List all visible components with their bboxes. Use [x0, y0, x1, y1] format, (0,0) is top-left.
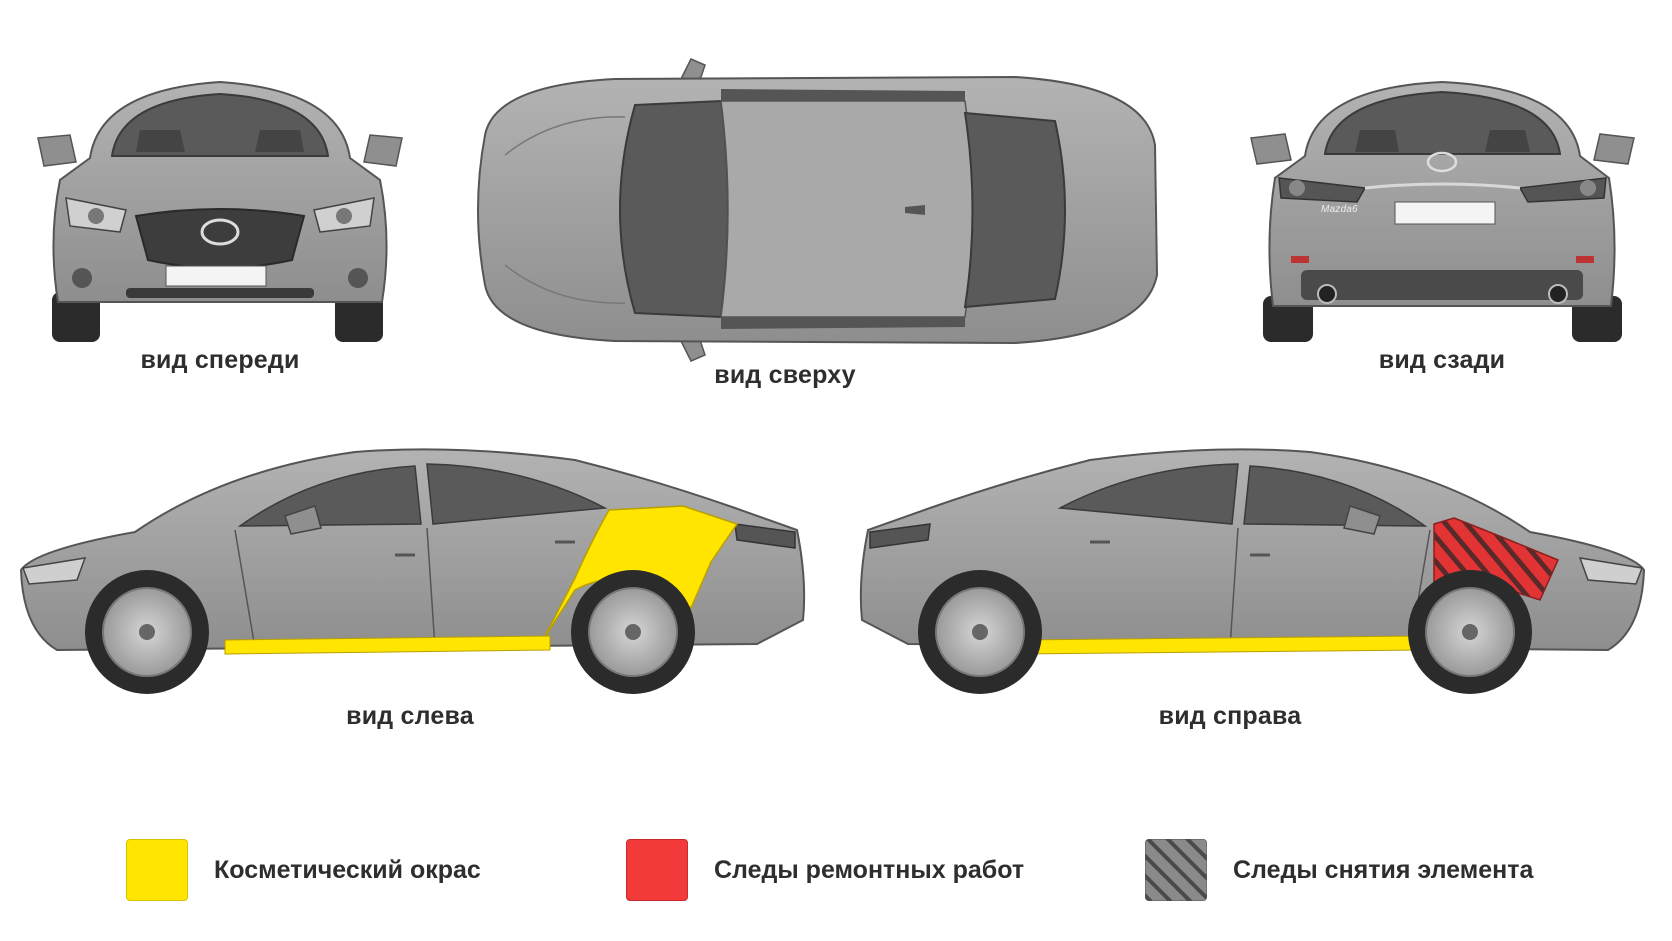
left-view-caption: вид слева — [346, 702, 474, 730]
legend-element-removal: Следы снятия элемента — [1145, 838, 1533, 902]
left-view: вид слева — [15, 440, 806, 750]
top-view-caption: вид сверху — [714, 361, 856, 389]
rear-view-caption: вид сзади — [1378, 346, 1506, 374]
legend-swatch-hatched — [1145, 839, 1207, 901]
legend-swatch-red — [626, 839, 688, 901]
right-view-car — [859, 448, 1646, 694]
right-view-caption: вид справа — [1158, 702, 1302, 730]
cosmetic-paint-sill — [224, 635, 551, 655]
right-view: вид справа — [850, 440, 1650, 750]
legend-label: Следы ремонтных работ — [714, 855, 1025, 884]
top-view: вид сверху — [455, 55, 1175, 389]
rear-view-car — [1250, 80, 1635, 342]
legend-swatch-yellow — [126, 839, 188, 901]
front-view: вид спереди — [30, 70, 410, 374]
rear-view: Mazda6 вид сзади — [1245, 70, 1640, 374]
legend-cosmetic-paint: Косметический окрас — [126, 838, 481, 902]
left-view-car — [19, 448, 806, 694]
legend-repair-traces: Следы ремонтных работ — [626, 838, 1024, 902]
front-view-caption: вид спереди — [140, 346, 300, 374]
top-view-car — [477, 58, 1159, 362]
front-view-car — [37, 80, 403, 342]
legend-label: Следы снятия элемента — [1233, 855, 1534, 884]
legend-label: Косметический окрас — [214, 855, 481, 884]
rear-view-badge: Mazda6 — [1321, 204, 1358, 215]
